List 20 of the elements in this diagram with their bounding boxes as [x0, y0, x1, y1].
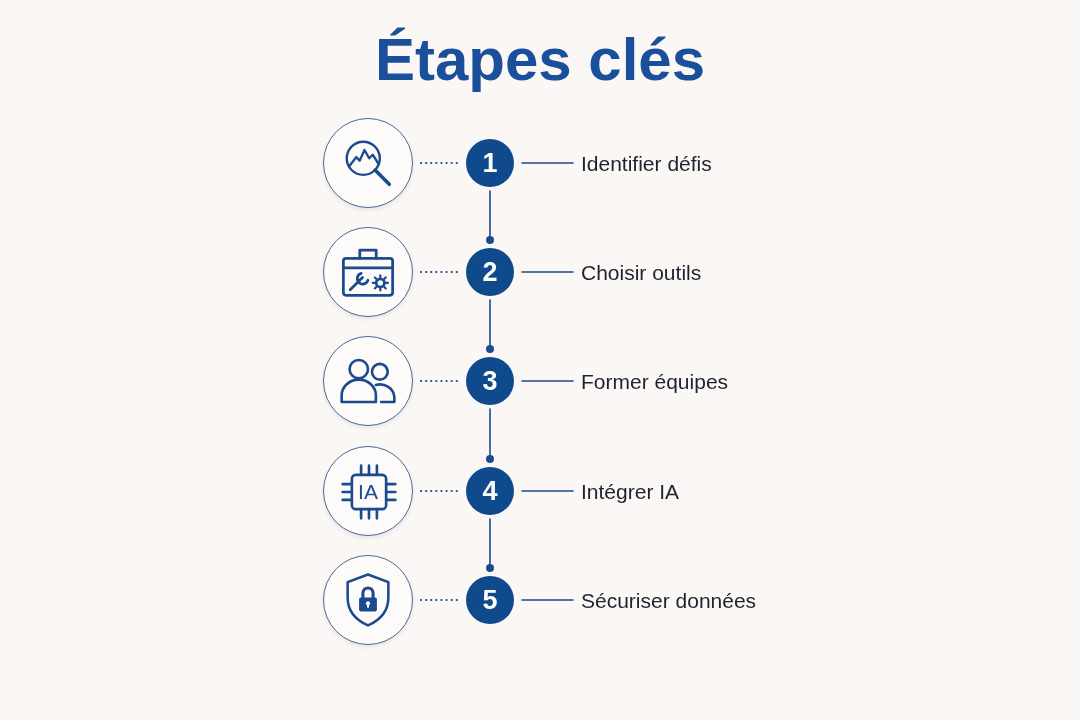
connector-line	[486, 518, 494, 572]
connector-line	[521, 599, 574, 601]
step-label: Identifier défis	[581, 149, 712, 177]
connector-line	[419, 270, 460, 274]
connector-line	[486, 408, 494, 463]
connector-line	[521, 162, 574, 164]
chip-label: IA	[358, 480, 378, 502]
connector-line	[486, 299, 494, 353]
connector-line	[521, 490, 574, 492]
connector-line	[486, 190, 494, 244]
connector-line	[521, 271, 574, 273]
connector-line	[521, 380, 574, 382]
step-label: Sécuriser données	[581, 586, 757, 614]
step-label: Intégrer IA	[581, 477, 680, 505]
step-label: Choisir outils	[581, 258, 702, 286]
connector-line	[419, 489, 460, 493]
step-label: Former équipes	[581, 367, 729, 395]
connector-line	[419, 379, 460, 383]
connector-line	[419, 598, 460, 602]
connector-line	[419, 161, 460, 165]
